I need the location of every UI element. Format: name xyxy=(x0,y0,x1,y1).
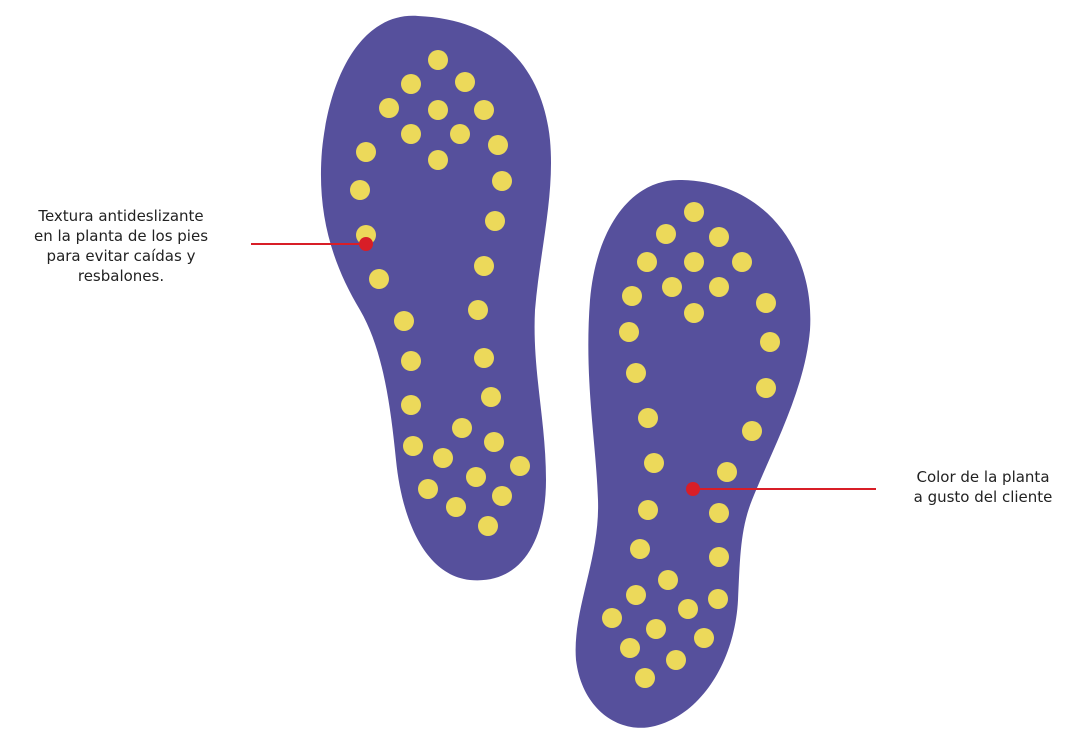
left-insole-grip-dot xyxy=(481,387,501,407)
right-callout-line-1: Color de la planta xyxy=(893,467,1073,487)
left-insole-grip-dot xyxy=(401,395,421,415)
right-insole-grip-dot xyxy=(684,252,704,272)
right-insole-grip-dot xyxy=(626,363,646,383)
right-insole-grip-dot xyxy=(709,227,729,247)
left-insole-grip-dot xyxy=(401,124,421,144)
left-callout-dot xyxy=(359,237,373,251)
left-insole-grip-dot xyxy=(403,436,423,456)
right-insole-grip-dot xyxy=(646,619,666,639)
left-callout-line-2: en la planta de los pies xyxy=(0,226,242,246)
right-insole-grip-dot xyxy=(756,293,776,313)
left-insole-grip-dot xyxy=(350,180,370,200)
right-callout-text: Color de la planta a gusto del cliente xyxy=(893,467,1073,507)
left-insole-grip-dot xyxy=(356,142,376,162)
right-insole-grip-dot xyxy=(732,252,752,272)
left-insole-grip-dot xyxy=(474,348,494,368)
right-insole-grip-dot xyxy=(602,608,622,628)
right-insole-grip-dot xyxy=(717,462,737,482)
left-insole-grip-dot xyxy=(401,351,421,371)
left-insole-grip-dot xyxy=(401,74,421,94)
right-insole-grip-dot xyxy=(709,503,729,523)
right-insole-grip-dot xyxy=(709,277,729,297)
right-insole-grip-dot xyxy=(622,286,642,306)
left-insole-grip-dot xyxy=(510,456,530,476)
left-insole-grip-dot xyxy=(455,72,475,92)
left-insole-grip-dot xyxy=(485,211,505,231)
left-insole-grip-dot xyxy=(492,171,512,191)
left-insole-grip-dot xyxy=(466,467,486,487)
right-insole-grip-dot xyxy=(658,570,678,590)
right-insole-grip-dot xyxy=(662,277,682,297)
right-insole-grip-dot xyxy=(635,668,655,688)
left-insole-grip-dot xyxy=(394,311,414,331)
left-callout-line-3: para evitar caídas y xyxy=(0,246,242,266)
right-insole-grip-dot xyxy=(644,453,664,473)
right-insole-grip-dot xyxy=(756,378,776,398)
left-insole-grip-dot xyxy=(428,50,448,70)
left-insole-grip-dot xyxy=(433,448,453,468)
right-insole-grip-dot xyxy=(678,599,698,619)
left-insole-grip-dot xyxy=(379,98,399,118)
left-insole-grip-dot xyxy=(478,516,498,536)
right-insole-grip-dot xyxy=(626,585,646,605)
left-insole-grip-dot xyxy=(450,124,470,144)
right-insole-grip-dot xyxy=(760,332,780,352)
right-insole-grip-dot xyxy=(619,322,639,342)
right-insole-grip-dot xyxy=(637,252,657,272)
right-insole-grip-dot xyxy=(620,638,640,658)
left-callout-text: Textura antideslizante en la planta de l… xyxy=(0,206,242,286)
right-insole-grip-dot xyxy=(638,408,658,428)
right-insole-grip-dot xyxy=(656,224,676,244)
left-insole-grip-dot xyxy=(428,150,448,170)
right-insole-grip-dot xyxy=(684,202,704,222)
left-insole-grip-dot xyxy=(474,100,494,120)
right-callout-dot xyxy=(686,482,700,496)
left-callout-line-1: Textura antideslizante xyxy=(0,206,242,226)
right-insole-grip-dot xyxy=(666,650,686,670)
left-insole-grip-dot xyxy=(369,269,389,289)
right-insole-grip-dot xyxy=(708,589,728,609)
left-insole-grip-dot xyxy=(452,418,472,438)
right-insole-grip-dot xyxy=(709,547,729,567)
left-insole-grip-dot xyxy=(428,100,448,120)
left-callout-line-4: resbalones. xyxy=(0,266,242,286)
right-insole-grip-dot xyxy=(742,421,762,441)
left-insole-grip-dot xyxy=(468,300,488,320)
left-insole-grip-dot xyxy=(484,432,504,452)
right-insole-grip-dot xyxy=(694,628,714,648)
left-insole-grip-dot xyxy=(474,256,494,276)
right-insole-grip-dot xyxy=(638,500,658,520)
right-insole-grip-dot xyxy=(630,539,650,559)
right-callout-line-2: a gusto del cliente xyxy=(893,487,1073,507)
left-insole-grip-dot xyxy=(488,135,508,155)
left-insole-grip-dot xyxy=(418,479,438,499)
right-insole-grip-dot xyxy=(684,303,704,323)
left-insole-grip-dot xyxy=(446,497,466,517)
left-insole-grip-dot xyxy=(492,486,512,506)
